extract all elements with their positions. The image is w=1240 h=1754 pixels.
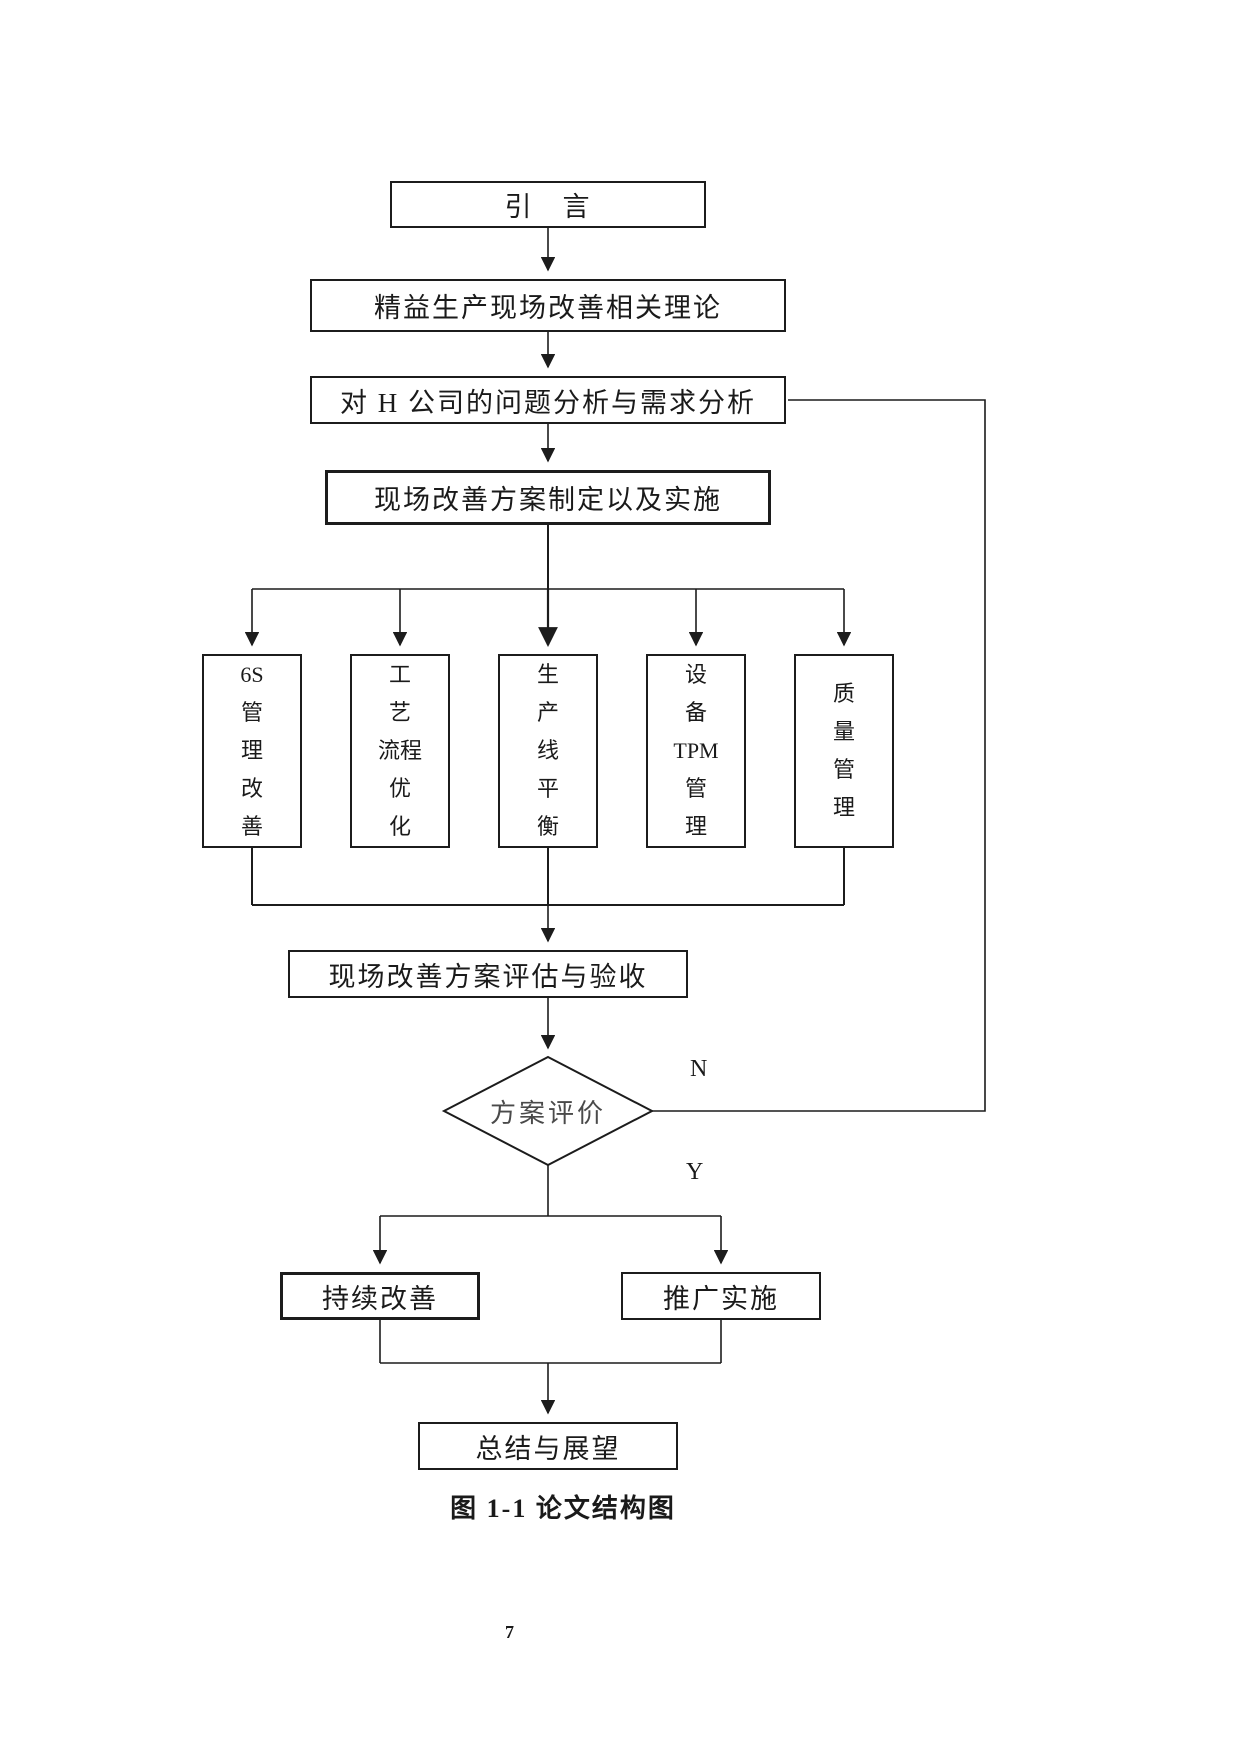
flow-node-theory-label: 精益生产现场改善相关理论 [374, 293, 722, 323]
edge-label-no: N [690, 1056, 708, 1082]
flow-node-intro-label: 引 言 [504, 192, 592, 222]
flow-node-promote: 推广实施 [621, 1272, 821, 1320]
flow-node-decision-label: 方案评价 [489, 1098, 606, 1128]
flow-node-quality-management: 质 量 管 理 [794, 654, 894, 848]
flow-node-promote-label: 推广实施 [663, 1283, 779, 1314]
flow-node-sustain-label: 持续改善 [322, 1283, 438, 1314]
flow-node-tpm-management-label: 设 备 TPM 管 理 [673, 662, 719, 839]
page-number: 7 [505, 1622, 514, 1642]
flow-node-tpm-management: 设 备 TPM 管 理 [646, 654, 746, 848]
flow-node-intro: 引 言 [390, 181, 706, 228]
flow-node-plan-label: 现场改善方案制定以及实施 [374, 485, 722, 515]
flow-node-summary: 总结与展望 [418, 1422, 678, 1470]
flow-node-evaluate: 现场改善方案评估与验收 [288, 950, 688, 998]
flow-node-line-balance: 生 产 线 平 衡 [498, 654, 598, 848]
edge-label-yes: Y [686, 1159, 704, 1185]
flow-node-evaluate-label: 现场改善方案评估与验收 [328, 961, 648, 992]
flow-node-sustain: 持续改善 [280, 1272, 480, 1320]
flow-node-analysis-label: 对 H 公司的问题分析与需求分析 [340, 387, 756, 418]
flow-node-line-balance-label: 生 产 线 平 衡 [536, 662, 559, 839]
flow-node-summary-label: 总结与展望 [475, 1433, 621, 1464]
flow-node-analysis: 对 H 公司的问题分析与需求分析 [310, 376, 786, 424]
flow-node-quality-management-label: 质 量 管 理 [832, 681, 855, 820]
flow-node-6s-improvement-label: 6S 管 理 改 善 [240, 662, 264, 839]
flow-node-process-optimization: 工 艺 流程 优 化 [350, 654, 450, 848]
connector-lines [244, 228, 986, 1415]
flow-node-6s-improvement: 6S 管 理 改 善 [202, 654, 302, 848]
figure-caption: 图 1-1 论文结构图 [450, 1494, 676, 1523]
flow-node-theory: 精益生产现场改善相关理论 [310, 279, 786, 332]
flow-node-process-optimization-label: 工 艺 流程 优 化 [377, 662, 422, 839]
decision-diamond [441, 1055, 655, 1167]
flow-node-plan: 现场改善方案制定以及实施 [325, 470, 771, 525]
